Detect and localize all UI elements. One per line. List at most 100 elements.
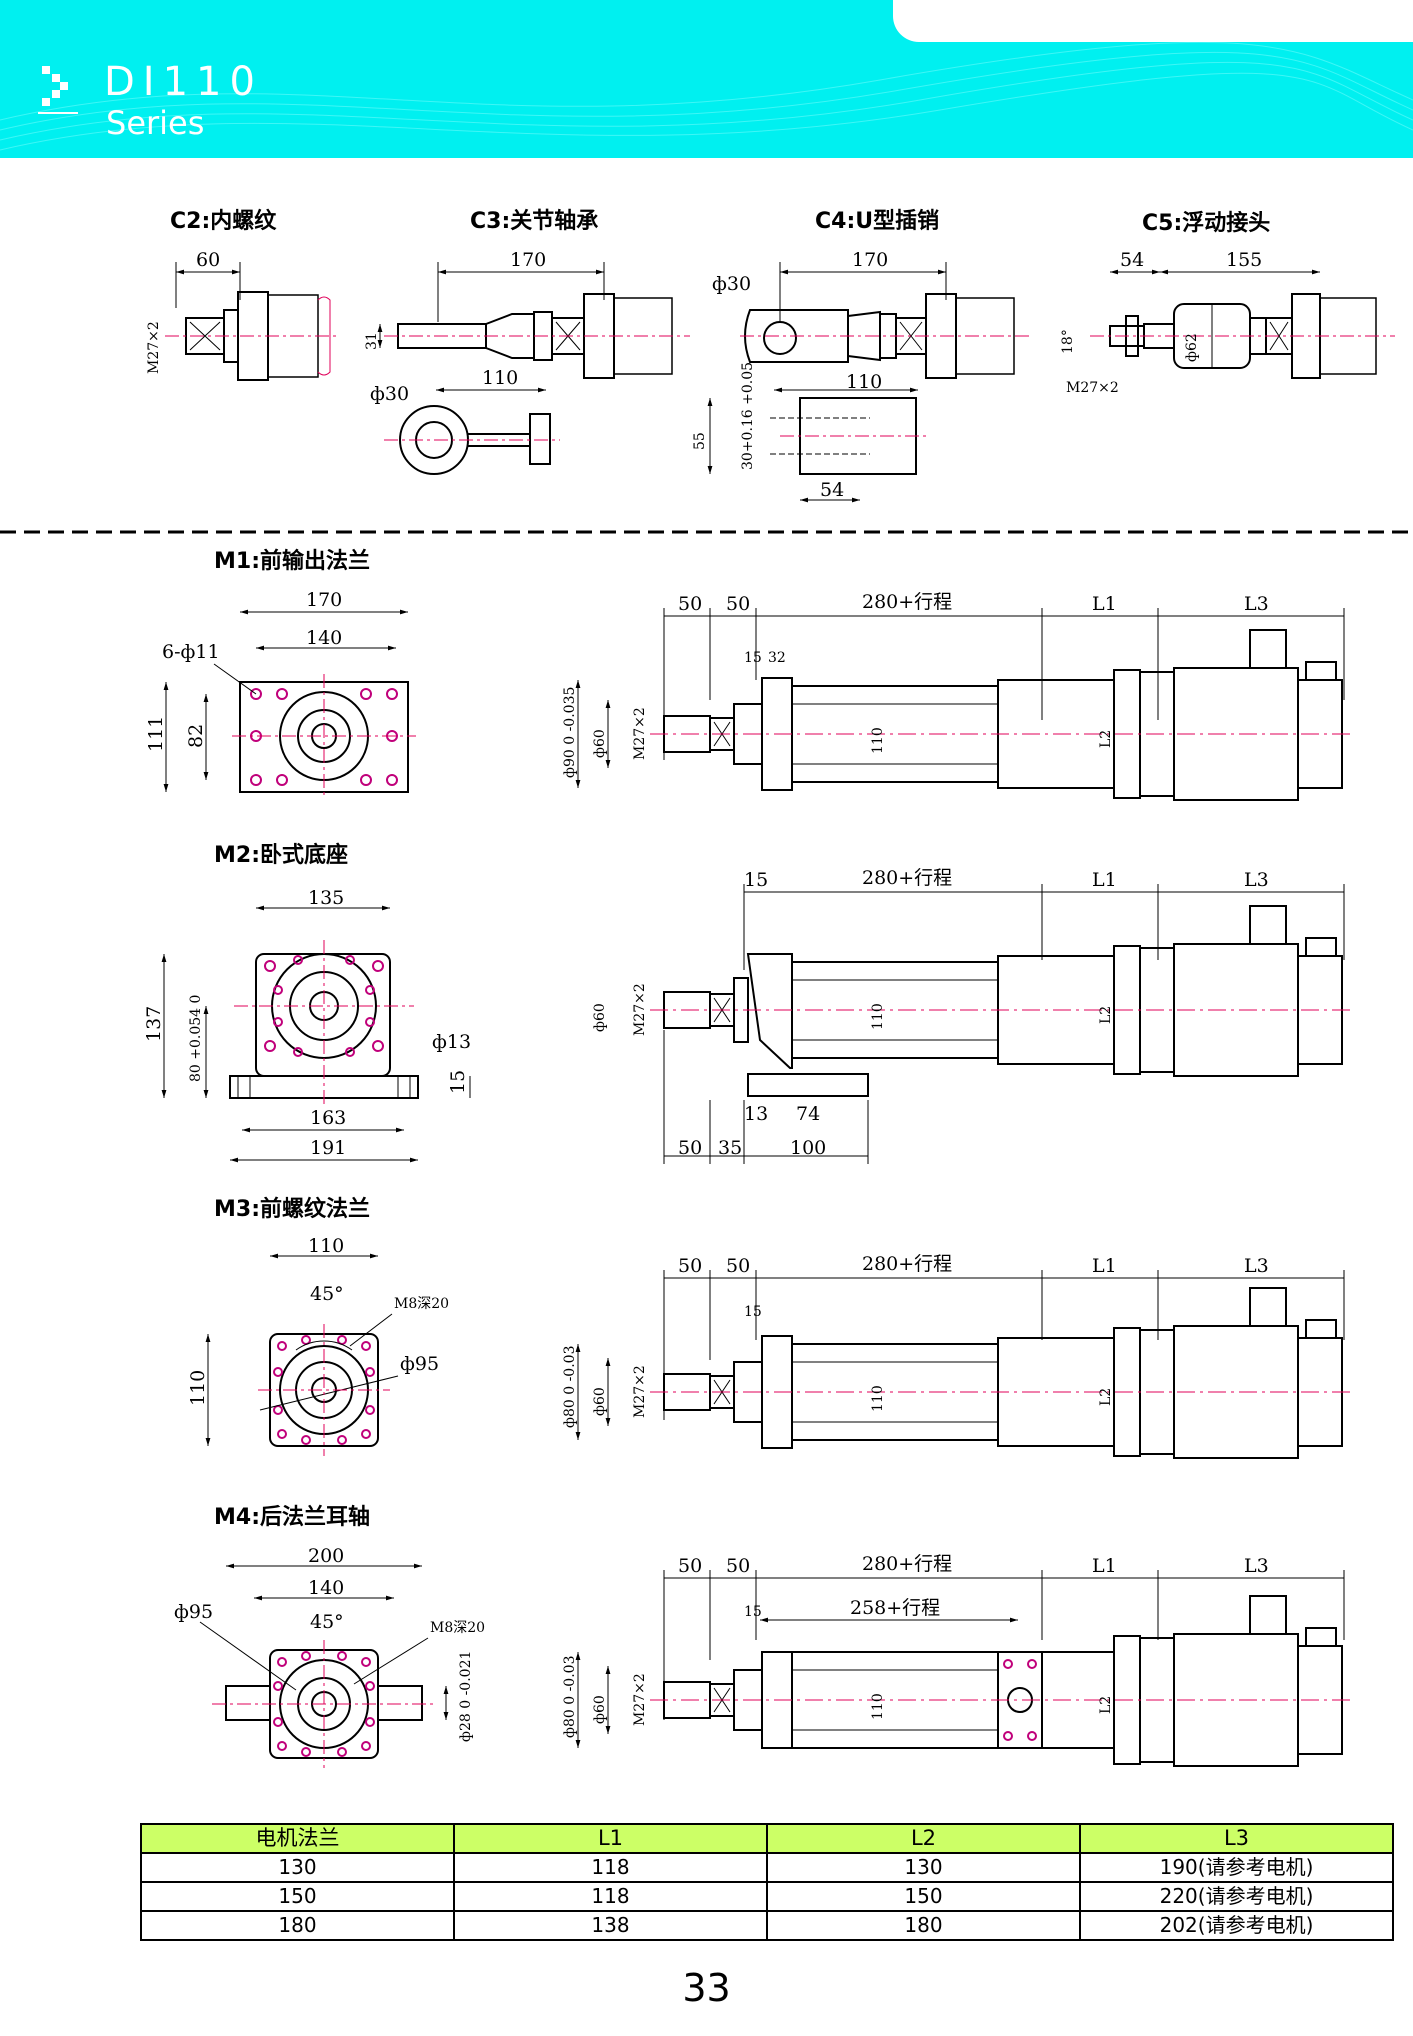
m3-dim-phi80: ф80 0 -0.03 (562, 1346, 578, 1428)
m1-side-view: 50 50 280+行程 L1 L3 15 32 ф90 0 -0.035 ф6… (562, 591, 1350, 801)
c3-dim-31: 31 (364, 332, 380, 350)
m3-dim-m8: M8深20 (394, 1296, 449, 1312)
m1-dim-32: 32 (768, 650, 786, 666)
m3-dim-15: 15 (744, 1304, 762, 1320)
m2-dim-phi13: ф13 (432, 1031, 471, 1053)
table-cell: 190(请参考电机) (1079, 1852, 1394, 1883)
m1-label: M1:前输出法兰 (214, 548, 370, 574)
table-header-l1: L1 (453, 1823, 768, 1854)
c4-dim-54: 54 (820, 479, 844, 501)
m4-dim-angle: 45° (310, 1611, 344, 1633)
m1-dim-50b: 50 (726, 593, 750, 615)
m2-dim-phi60: ф60 (592, 1003, 608, 1032)
m2-dim-13: 13 (744, 1103, 768, 1125)
m1-dim-holes: 6-ф11 (162, 641, 220, 663)
m2-dim-35: 35 (718, 1137, 742, 1159)
m4-dim-50a: 50 (678, 1555, 702, 1577)
table-header-l2: L2 (766, 1823, 1081, 1854)
m2-label: M2:卧式底座 (214, 842, 348, 868)
series-subtitle: Series (106, 104, 205, 142)
table-cell: 118 (453, 1852, 768, 1883)
c2-internal-thread-drawing: C2:内螺纹 60 M27×2 (146, 208, 336, 381)
m2-dim-L3: L3 (1244, 869, 1269, 891)
m1-dim-170: 170 (306, 589, 342, 611)
m2-dim-50: 50 (678, 1137, 702, 1159)
m2-dim-163: 163 (310, 1107, 346, 1129)
series-title: DI110 (104, 59, 263, 105)
m3-dim-L1: L1 (1092, 1255, 1117, 1277)
m4-dim-phi80: ф80 0 -0.03 (562, 1656, 578, 1738)
c5-dim-angle: 18° (1060, 329, 1076, 354)
m1-dim-15: 15 (744, 650, 762, 666)
m1-dim-phi60: ф60 (592, 729, 608, 758)
m2-dim-100: 100 (790, 1137, 826, 1159)
m3-dim-50a: 50 (678, 1255, 702, 1277)
c2-label: C2:内螺纹 (170, 208, 277, 234)
table-cell: 180 (766, 1910, 1081, 1941)
table-row: 180 138 180 202(请参考电机) (140, 1910, 1394, 1941)
c4-dim-phi30: ф30 (712, 273, 751, 295)
m3-dim-phi60: ф60 (592, 1387, 608, 1416)
c5-dim-thread: M27×2 (1066, 380, 1119, 396)
m2-horizontal-base-drawing: M2:卧式底座 135 137 80 +0.054 0 ф13 15 163 1… (143, 842, 471, 1163)
m4-dim-m8: M8深20 (430, 1620, 485, 1636)
c3-dim-110: 110 (482, 367, 518, 389)
c3-dim-phi30: ф30 (370, 383, 409, 405)
c2-dim-thread: M27×2 (146, 321, 162, 374)
m1-dim-thread: M27×2 (632, 707, 648, 760)
m4-dim-L1: L1 (1092, 1555, 1117, 1577)
c4-label: C4:U型插销 (815, 209, 939, 234)
m4-dim-L2: L2 (1098, 1696, 1114, 1714)
c3-joint-bearing-drawing: C3:关节轴承 170 31 110 ф30 (364, 208, 690, 475)
table-cell: 220(请参考电机) (1079, 1881, 1394, 1912)
m4-rear-flange-trunnion-drawing: M4:后法兰耳轴 200 140 ф95 45° M8深20 ф28 0 -0.… (174, 1504, 485, 1768)
m2-side-view: 15 280+行程 L1 L3 ф60 M27×2 110 L2 13 74 5… (592, 867, 1350, 1164)
table-cell: 180 (140, 1910, 455, 1941)
m3-dim-110-height: 110 (187, 1370, 209, 1406)
m2-dim-L1: L1 (1092, 869, 1117, 891)
m4-dim-50b: 50 (726, 1555, 750, 1577)
m1-dim-82: 82 (185, 724, 207, 748)
c5-floating-joint-drawing: C5:浮动接头 54 155 18° ф62 M27×2 (1060, 210, 1395, 396)
page-number: 33 (682, 1966, 731, 2010)
m2-dim-191: 191 (310, 1137, 346, 1159)
header-tab-shape (893, 0, 1413, 42)
m4-dim-thread: M27×2 (632, 1673, 648, 1726)
m4-dim-258-stroke: 258+行程 (850, 1597, 940, 1619)
m3-dim-L3: L3 (1244, 1255, 1269, 1277)
page-header: DI110 Series (0, 0, 1413, 158)
c3-label: C3:关节轴承 (470, 208, 598, 234)
table-cell: 118 (453, 1881, 768, 1912)
m2-dim-15: 15 (744, 869, 768, 891)
m2-dim-thread: M27×2 (632, 983, 648, 1036)
motor-flange-spec-table: 电机法兰 L1 L2 L3 130 118 130 190(请参考电机) 150… (140, 1823, 1394, 1941)
m1-dim-stroke: 280+行程 (862, 591, 952, 613)
table-row: 130 118 130 190(请参考电机) (140, 1852, 1394, 1883)
c4-dim-30-tolerance: 30+0.16 +0.05 (740, 362, 756, 470)
m4-dim-phi60: ф60 (592, 1695, 608, 1724)
m3-dim-stroke: 280+行程 (862, 1253, 952, 1275)
m4-dim-110: 110 (870, 1693, 886, 1720)
m2-dim-135: 135 (308, 887, 344, 909)
m1-dim-111: 111 (145, 716, 167, 752)
c4-u-pin-drawing: C4:U型插销 ф30 170 110 55 30+0.16 +0.05 54 (692, 209, 1030, 503)
table-header-l3: L3 (1079, 1823, 1394, 1854)
table-header-row: 电机法兰 L1 L2 L3 (140, 1823, 1394, 1854)
m1-dim-phi90: ф90 0 -0.035 (562, 687, 578, 778)
m4-dim-stroke: 280+行程 (862, 1553, 952, 1575)
m3-label: M3:前螺纹法兰 (214, 1196, 370, 1222)
m1-dim-110: 110 (870, 727, 886, 754)
m1-front-flange-drawing: M1:前输出法兰 170 140 6-ф11 111 82 (145, 548, 416, 798)
m3-dim-angle: 45° (310, 1283, 344, 1305)
c2-dim-length: 60 (196, 249, 220, 271)
m2-dim-stroke: 280+行程 (862, 867, 952, 889)
c4-dim-170: 170 (852, 249, 888, 271)
header-wave-pattern (0, 41, 1413, 151)
c5-dim-54: 54 (1120, 249, 1144, 271)
c4-dim-110: 110 (846, 371, 882, 393)
table-cell: 202(请参考电机) (1079, 1910, 1394, 1941)
m4-dim-L3: L3 (1244, 1555, 1269, 1577)
m3-side-view: 50 50 280+行程 L1 L3 15 ф80 0 -0.03 ф60 M2… (562, 1253, 1350, 1459)
m3-dim-110: 110 (870, 1385, 886, 1412)
m1-dim-50a: 50 (678, 593, 702, 615)
